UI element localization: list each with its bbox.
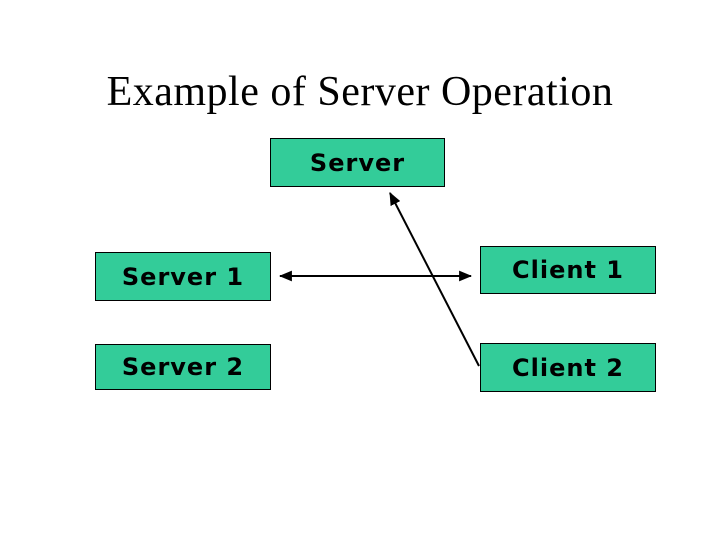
box-client1-label: Client 1 bbox=[512, 256, 624, 284]
box-client2: Client 2 bbox=[480, 343, 656, 392]
box-server-label: Server bbox=[309, 148, 406, 177]
box-server1-label: Server 1 bbox=[121, 262, 245, 291]
box-client1: Client 1 bbox=[480, 246, 656, 294]
box-server2-label: Server 2 bbox=[121, 353, 245, 381]
client2-to-server-arrow-icon bbox=[389, 192, 480, 367]
slide-title: Example of Server Operation bbox=[106, 69, 614, 115]
box-server2: Server 2 bbox=[95, 344, 271, 390]
box-client2-label: Client 2 bbox=[512, 353, 624, 382]
box-server: Server bbox=[270, 138, 445, 187]
box-server1: Server 1 bbox=[95, 252, 271, 301]
